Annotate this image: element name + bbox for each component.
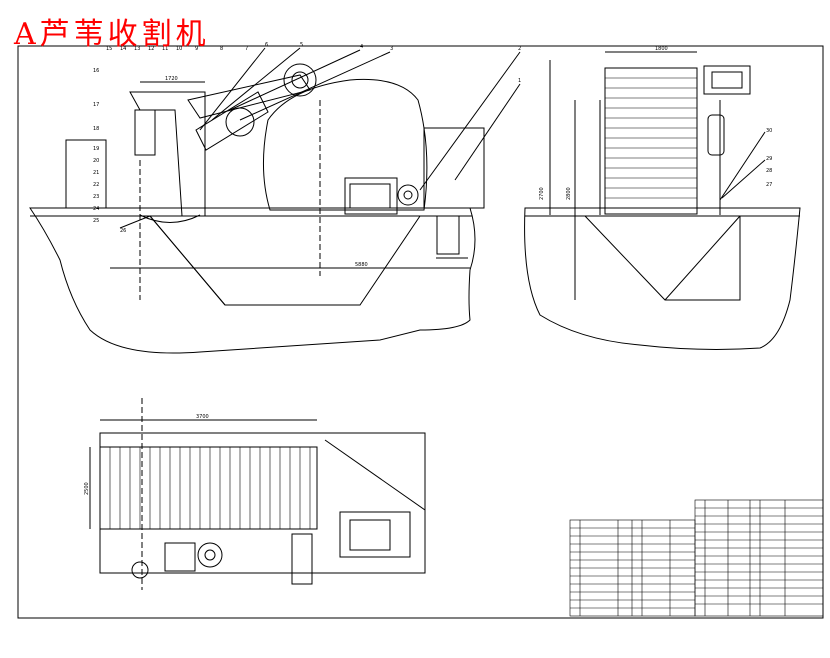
leader-1 bbox=[454, 83, 521, 181]
mid-roller bbox=[225, 107, 255, 137]
header-frame bbox=[129, 91, 206, 217]
rear-support bbox=[436, 215, 460, 255]
callout-14: 14 bbox=[120, 46, 126, 52]
side-view: 5880 2700 1720 bbox=[29, 47, 551, 354]
callout-10: 10 bbox=[176, 46, 182, 52]
bow-line bbox=[119, 215, 226, 306]
callout-17: 17 bbox=[93, 102, 99, 108]
reel-slats bbox=[605, 77, 697, 199]
plan-engine bbox=[339, 511, 411, 558]
plan-taper bbox=[324, 439, 426, 511]
reel-front bbox=[604, 67, 698, 215]
hull-front bbox=[583, 215, 741, 301]
dim-plan-width: 2500 bbox=[84, 482, 90, 495]
rear-box bbox=[423, 127, 485, 209]
callout-12: 12 bbox=[148, 46, 154, 52]
callout-11: 11 bbox=[162, 46, 168, 52]
top-roller-hub bbox=[291, 71, 309, 89]
top-roller bbox=[283, 63, 317, 97]
leader-5 bbox=[211, 47, 301, 121]
callouts-left-side: 17 18 19 20 21 22 23 24 25 26 bbox=[93, 102, 126, 234]
engine-detail bbox=[349, 183, 391, 209]
callouts-top-left: 16 15 14 13 12 11 10 9 8 7 6 5 4 3 bbox=[93, 42, 393, 74]
callout-22: 22 bbox=[93, 182, 99, 188]
callout-3: 3 bbox=[390, 46, 393, 52]
leader-29 bbox=[721, 159, 766, 199]
hull-front-diag bbox=[664, 215, 741, 301]
leader-3 bbox=[239, 51, 391, 121]
motor-detail bbox=[711, 71, 743, 89]
drawing-title: A芦苇收割机 bbox=[14, 17, 210, 52]
dim-side-length: 5880 bbox=[355, 262, 368, 268]
water-region-side bbox=[29, 207, 476, 354]
plan-roller bbox=[131, 561, 149, 579]
callout-29: 29 bbox=[766, 156, 772, 162]
dim-front-width: 1800 bbox=[655, 46, 668, 52]
callout-2: 2 bbox=[518, 46, 521, 52]
callout-13: 13 bbox=[134, 46, 140, 52]
engine-pulley bbox=[397, 184, 419, 206]
dim-side-height: 2700 bbox=[539, 187, 545, 200]
hydraulic-cylinder bbox=[707, 114, 725, 156]
plan-outline bbox=[99, 432, 426, 574]
leader-6 bbox=[199, 47, 266, 131]
dim-top-span: 1720 bbox=[165, 76, 178, 82]
callout-21: 21 bbox=[93, 170, 99, 176]
callout-8: 8 bbox=[220, 46, 223, 52]
leader-4 bbox=[229, 49, 361, 111]
plan-wheel-hub bbox=[204, 549, 216, 561]
callouts-right-view: 30 29 28 27 bbox=[766, 128, 772, 188]
left-panel bbox=[65, 139, 107, 209]
callout-4: 4 bbox=[360, 44, 363, 50]
callouts-top-right: 2 1 bbox=[518, 46, 521, 84]
callout-20: 20 bbox=[93, 158, 99, 164]
parts-list-right bbox=[694, 499, 824, 617]
callout-24: 24 bbox=[93, 206, 99, 212]
callout-1: 1 bbox=[518, 78, 521, 84]
callout-23: 23 bbox=[93, 194, 99, 200]
header-skid bbox=[139, 214, 201, 223]
callout-5: 5 bbox=[300, 42, 303, 48]
callout-19: 19 bbox=[93, 146, 99, 152]
callout-7: 7 bbox=[245, 46, 248, 52]
dim-plan-length: 3700 bbox=[196, 414, 209, 420]
callout-18: 18 bbox=[93, 126, 99, 132]
plan-wheel bbox=[197, 542, 223, 568]
engine-hub bbox=[403, 190, 413, 200]
plan-gearbox bbox=[164, 542, 196, 572]
dim-front-height: 2800 bbox=[566, 187, 572, 200]
plan-post bbox=[291, 533, 313, 585]
cabin-outline bbox=[263, 78, 428, 211]
callout-6: 6 bbox=[265, 42, 268, 48]
callout-27: 27 bbox=[766, 182, 772, 188]
parts-list-left bbox=[569, 519, 696, 617]
plan-engine-detail bbox=[349, 519, 391, 551]
callout-28: 28 bbox=[766, 168, 772, 174]
plan-view: 3700 2500 bbox=[84, 398, 426, 590]
callout-25: 25 bbox=[93, 218, 99, 224]
front-view: 2800 1800 bbox=[524, 46, 801, 350]
callout-26: 26 bbox=[120, 228, 126, 234]
callout-9: 9 bbox=[195, 46, 198, 52]
sheet-border bbox=[17, 45, 824, 619]
leader-2 bbox=[419, 51, 521, 191]
callout-16: 16 bbox=[93, 68, 99, 74]
conveyor-arm bbox=[195, 91, 269, 151]
header-reel bbox=[134, 109, 156, 156]
engine-block bbox=[344, 177, 398, 215]
leader-30 bbox=[719, 131, 766, 201]
plan-slats bbox=[109, 447, 311, 529]
plan-reel bbox=[99, 446, 318, 530]
motor-box bbox=[703, 65, 751, 95]
hull-side bbox=[148, 215, 421, 306]
callout-30: 30 bbox=[766, 128, 772, 134]
boom-arm bbox=[187, 74, 311, 119]
callout-15: 15 bbox=[106, 46, 112, 52]
water-region-front bbox=[524, 207, 801, 350]
